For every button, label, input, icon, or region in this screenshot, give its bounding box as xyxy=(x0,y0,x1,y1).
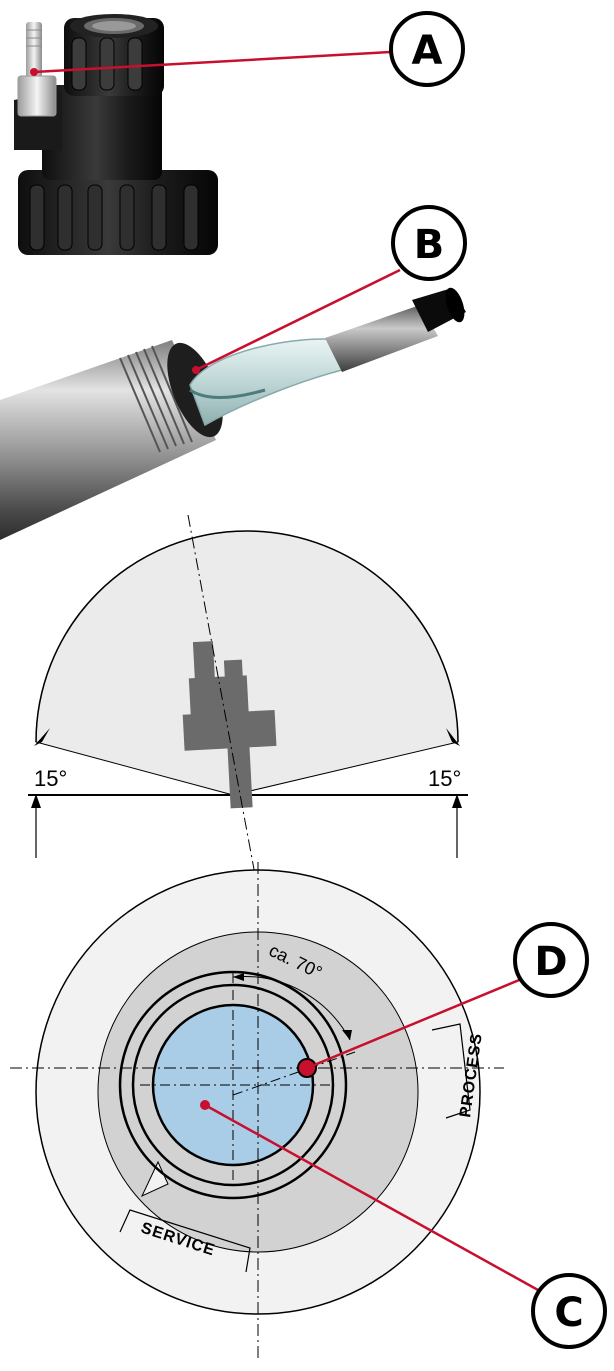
callout-a-label: A xyxy=(412,28,443,74)
arrowhead-left-icon xyxy=(34,728,50,746)
top-view-diagram: ca. 70° PROCESS SERVICE xyxy=(10,862,504,1362)
callout-c-label: C xyxy=(554,1290,583,1336)
arrowhead-right-icon xyxy=(446,728,460,746)
callout-d-label: D xyxy=(534,939,567,985)
callout-c: C xyxy=(531,1273,607,1349)
angle-label-right: 15° xyxy=(428,766,461,791)
angle-label-left: 15° xyxy=(34,766,67,791)
callout-a: A xyxy=(389,11,465,87)
cap-assembly-photo xyxy=(14,14,218,255)
callout-leaders xyxy=(33,50,539,1292)
callout-b: B xyxy=(391,205,467,281)
tilt-angle-diagram: 15° 15° xyxy=(28,514,468,881)
arrow-up-right-icon xyxy=(452,794,462,808)
arrow-up-left-icon xyxy=(31,794,41,808)
callout-d: D xyxy=(513,922,589,998)
probe-silhouette xyxy=(182,641,277,809)
probe-electrode-photo xyxy=(0,287,466,540)
callout-b-label: B xyxy=(414,222,445,268)
